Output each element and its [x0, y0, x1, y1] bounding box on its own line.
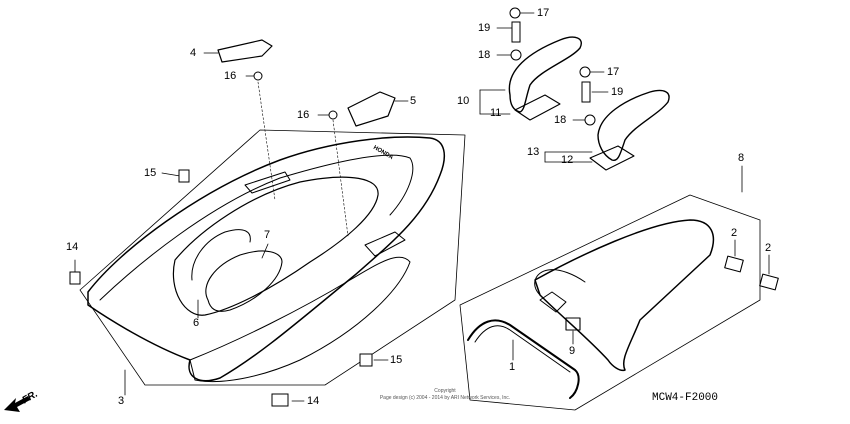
callout-12: 12 [561, 154, 574, 166]
callout-17a: 17 [537, 7, 550, 19]
leader-15a [161, 172, 181, 177]
group-outline-8 [459, 194, 761, 411]
callout-18a: 18 [478, 49, 491, 61]
callout-15b: 15 [390, 354, 403, 366]
copyright-line-2: Page design (c) 2004 - 2014 by ARI Netwo… [379, 394, 511, 401]
group-outline-3 [79, 129, 466, 386]
washer-18a [510, 49, 522, 61]
callout-18b: 18 [554, 114, 567, 126]
callout-15a: 15 [144, 167, 157, 179]
callout-14b: 14 [307, 395, 320, 407]
callout-6: 6 [193, 317, 200, 329]
bolt-16b [328, 110, 338, 120]
rear-cowl [87, 136, 446, 382]
rear-cowl-inner-rim [99, 154, 414, 301]
seat-cowl [534, 219, 715, 372]
bolt-19a [511, 21, 521, 43]
callout-16a: 16 [224, 70, 237, 82]
seal-7 [205, 250, 283, 312]
callout-9: 9 [569, 345, 576, 357]
washer-18b [584, 114, 596, 126]
callout-13: 13 [527, 146, 540, 158]
callout-5: 5 [410, 95, 417, 107]
callout-7: 7 [264, 229, 271, 241]
callout-4: 4 [190, 47, 197, 59]
clip-2a [724, 255, 744, 273]
callout-14a: 14 [66, 241, 79, 253]
bolt-14b [271, 393, 289, 407]
trim-strip-inner [474, 325, 571, 373]
copyright-notice: Copyright Page design (c) 2004 - 2014 by… [340, 388, 550, 401]
callout-19a: 19 [478, 22, 491, 34]
bolt-16a [253, 71, 263, 81]
callout-17b: 17 [607, 66, 620, 78]
bolt-15b [359, 353, 373, 367]
rear-cowl-tail-vent [364, 231, 406, 257]
rear-cowl-lower-skirt [189, 256, 411, 383]
grab-rail-left-pad [514, 94, 561, 121]
clip-9 [565, 317, 581, 331]
bolt-15a [178, 169, 190, 183]
callout-2b: 2 [765, 242, 772, 254]
callout-2a: 2 [731, 227, 738, 239]
bolt-17b [579, 66, 591, 78]
rear-cowl-grab-slot [244, 171, 291, 194]
bolt-19b [581, 81, 591, 103]
clip-2b [759, 273, 779, 291]
side-cover [347, 91, 396, 127]
seat-cowl-tab [539, 291, 567, 313]
bolt-14a [69, 271, 81, 285]
callout-11: 11 [490, 107, 502, 119]
rear-cowl-cutout [172, 176, 379, 316]
diagram-code: MCW4-F2000 [652, 392, 719, 404]
seal-6 [191, 229, 251, 281]
bolt-17a [509, 7, 521, 19]
grab-rail-right-pad [589, 145, 635, 171]
grab-rail-left [508, 36, 582, 113]
callout-16b: 16 [297, 109, 310, 121]
copyright-line-1: Copyright [434, 388, 456, 394]
trim-strip [467, 319, 580, 399]
grab-rail-right [597, 89, 670, 162]
leader-7 [261, 243, 269, 259]
callout-8: 8 [738, 152, 745, 164]
seat-cowl-front-lip [534, 269, 586, 296]
callout-10: 10 [457, 95, 470, 107]
callout-1: 1 [509, 361, 516, 373]
center-cover [217, 39, 273, 63]
callout-19b: 19 [611, 86, 624, 98]
callout-3: 3 [118, 395, 125, 407]
leader-16a-down [257, 81, 276, 201]
leader-16b-down [332, 119, 349, 237]
front-arrow-icon [4, 396, 30, 412]
